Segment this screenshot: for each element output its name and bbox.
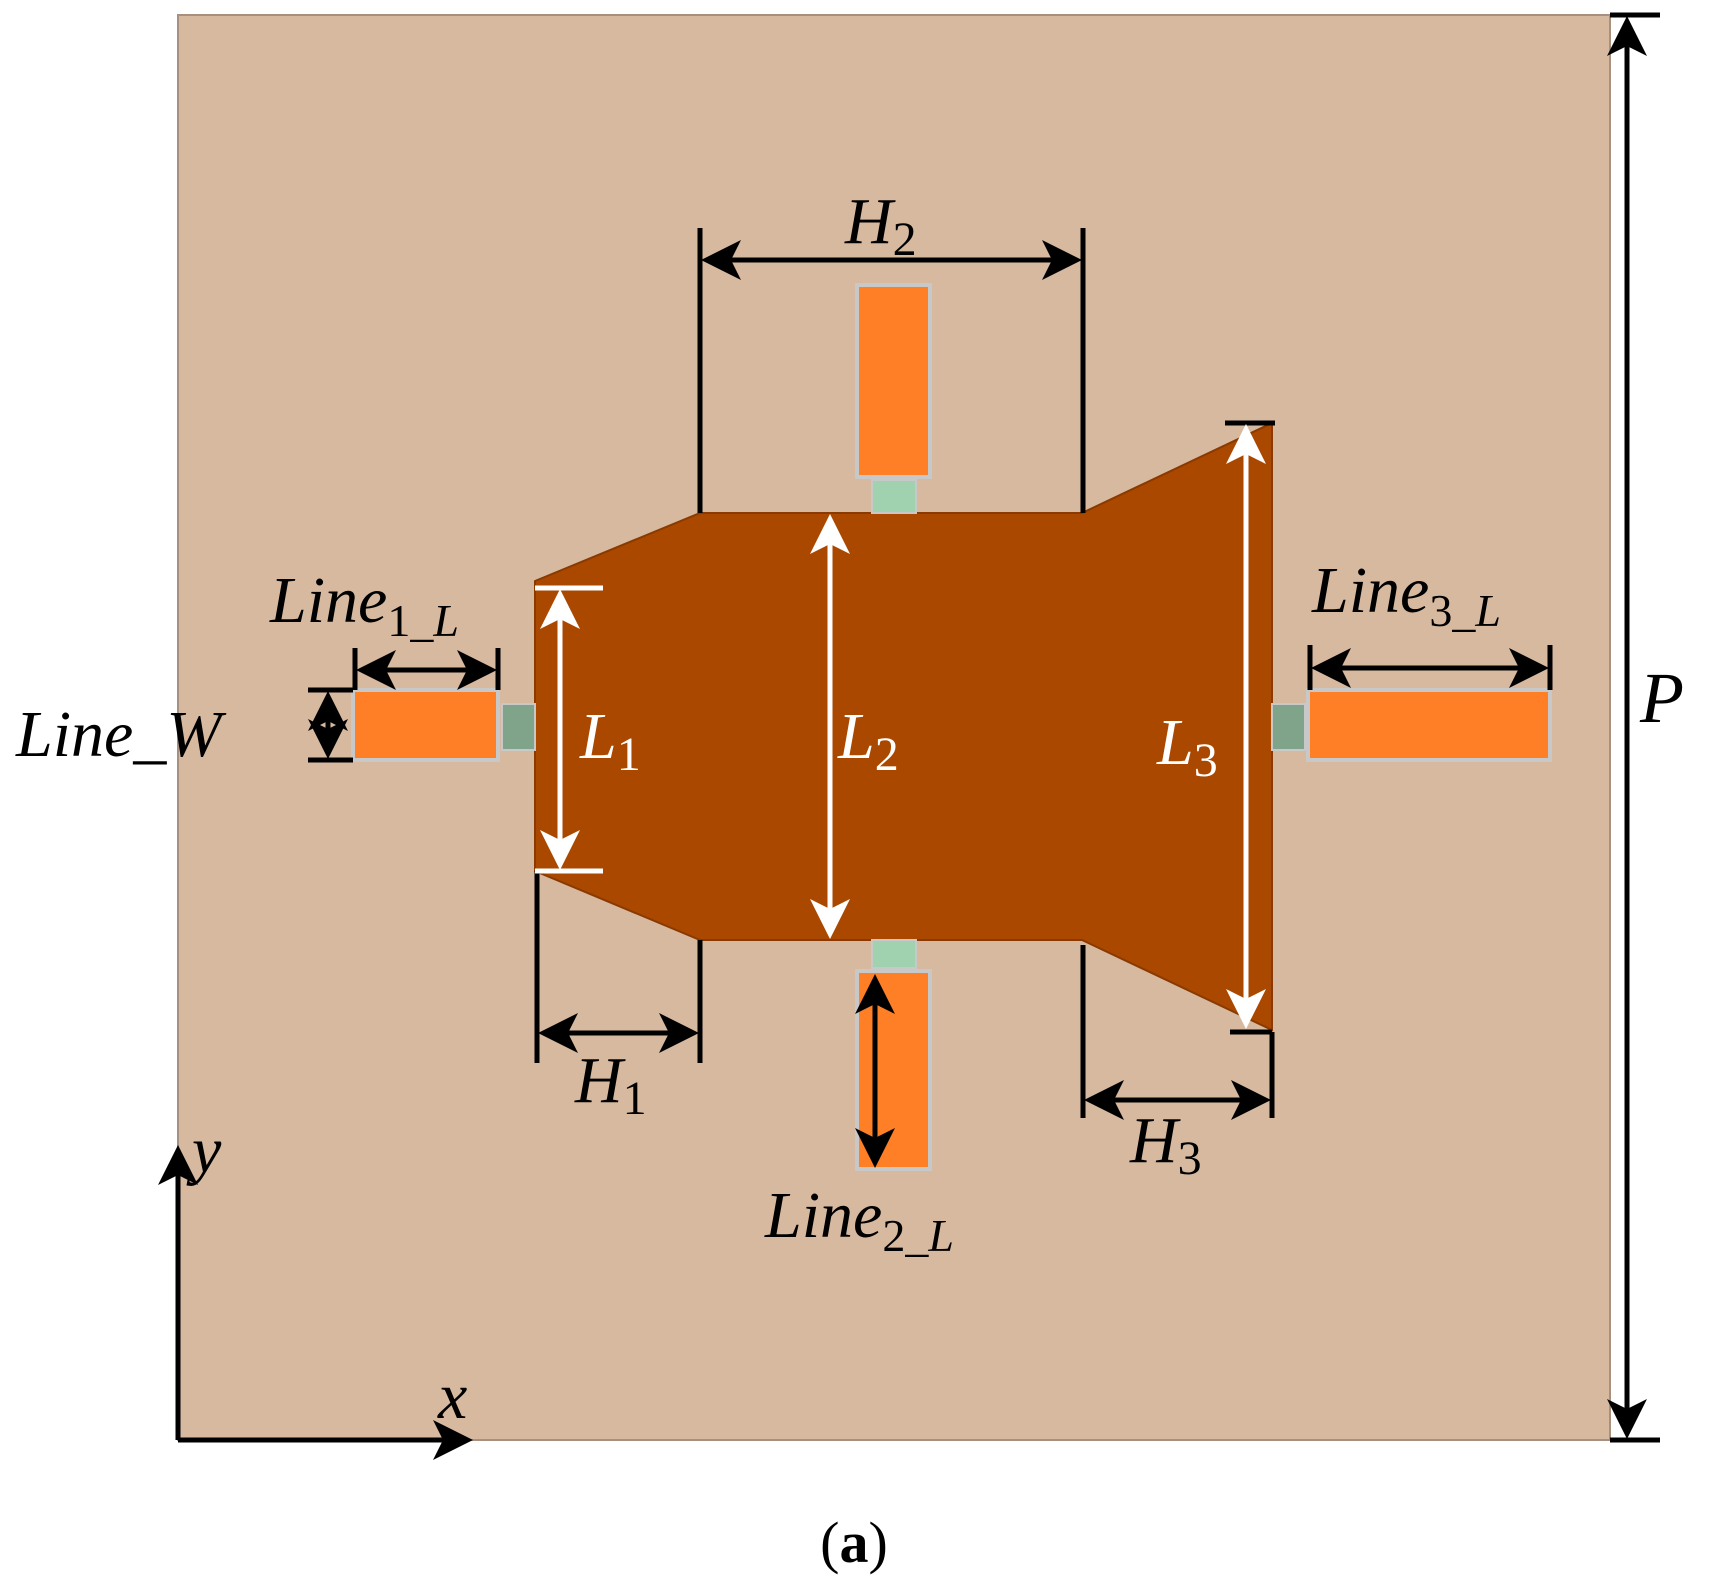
dimension-p (1607, 12, 1660, 1443)
connector-right (1271, 703, 1306, 751)
label-h3: H3 (1129, 1104, 1202, 1185)
label-p: P (1639, 658, 1684, 738)
label-l2: L2 (837, 700, 899, 781)
feed-line-top (855, 283, 932, 479)
feed-line-bottom (855, 969, 932, 1171)
dimension-h1 (534, 871, 703, 1063)
label-y-axis: y (186, 1114, 222, 1187)
label-l1: L1 (579, 700, 641, 781)
dimension-line3-l (1307, 645, 1553, 690)
dimension-line1-l (352, 648, 501, 690)
dimension-h3 (1080, 945, 1275, 1120)
figure-caption: (a) (820, 1510, 888, 1575)
label-line2-l: Line2_L (764, 1179, 954, 1261)
feed-line-left (351, 688, 500, 762)
dimension-line-w (308, 687, 353, 763)
connector-left (501, 703, 536, 751)
label-line3-l: Line3_L (1311, 554, 1501, 636)
connector-bottom (871, 939, 917, 969)
label-line-w: Line_W (15, 698, 226, 771)
coordinate-axes (158, 1145, 473, 1460)
connector-top (871, 479, 917, 514)
label-h1: H1 (574, 1044, 647, 1125)
label-line1-l: Line1_L (269, 564, 459, 646)
dimension-h2 (697, 228, 1086, 513)
dimension-l1 (535, 585, 603, 874)
feed-line-right (1306, 688, 1552, 762)
label-l3: L3 (1156, 706, 1218, 787)
label-h2: H2 (844, 185, 917, 266)
label-x-axis: x (437, 1360, 467, 1433)
